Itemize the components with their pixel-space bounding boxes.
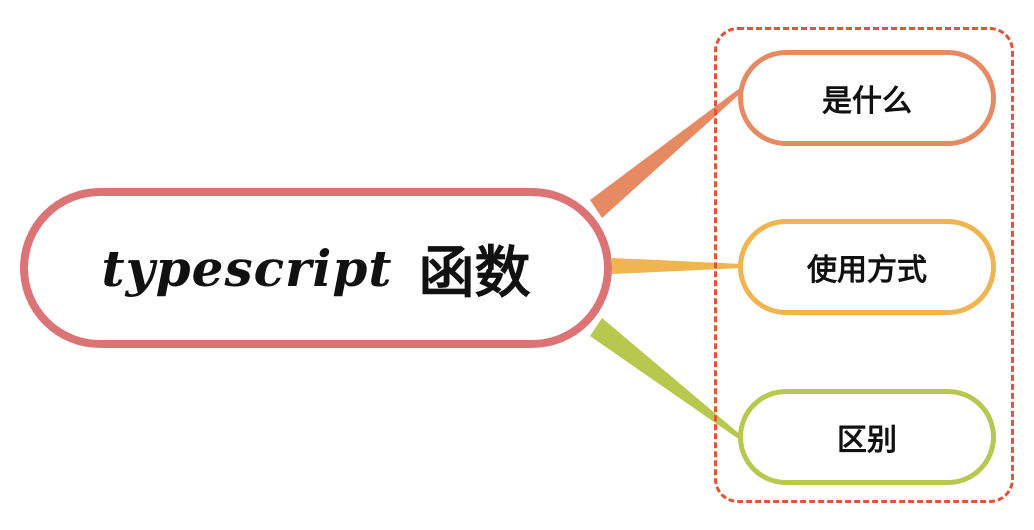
child-label: 使用方式 bbox=[807, 253, 927, 288]
root-title-latin: typescript bbox=[101, 238, 393, 298]
child-label: 区别 bbox=[837, 423, 897, 458]
child-node-usage[interactable]: 使用方式 bbox=[738, 219, 996, 315]
connector-usage bbox=[612, 258, 742, 274]
connector-difference bbox=[590, 318, 742, 440]
children-group-frame bbox=[714, 27, 1014, 503]
root-node[interactable]: typescript 函数 bbox=[20, 188, 612, 348]
child-node-what-is[interactable]: 是什么 bbox=[738, 50, 996, 146]
connector-what-is bbox=[590, 88, 742, 218]
child-label: 是什么 bbox=[822, 84, 912, 119]
root-title-cjk: 函数 bbox=[418, 240, 531, 306]
child-node-difference[interactable]: 区别 bbox=[738, 389, 996, 485]
